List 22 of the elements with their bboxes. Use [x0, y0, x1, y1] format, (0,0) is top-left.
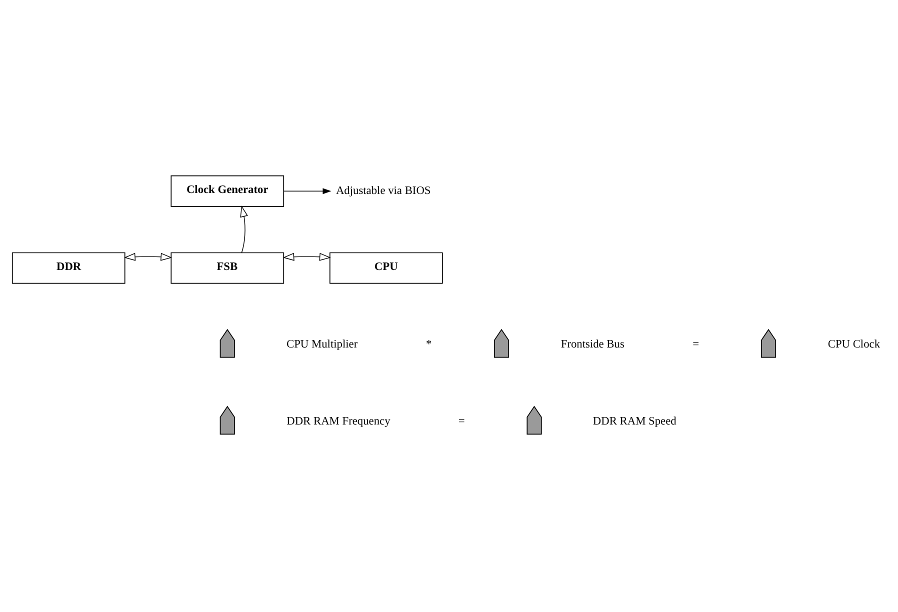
label: = — [458, 415, 465, 428]
label: DDR RAM Frequency — [286, 415, 390, 428]
node-arrow — [760, 328, 776, 358]
label: = — [692, 338, 700, 350]
label: DDR RAM Speed — [592, 415, 676, 428]
node-box: CPU — [330, 252, 443, 284]
node-box: FSB — [170, 252, 284, 284]
node-box: DDR — [12, 252, 126, 284]
arrow — [283, 188, 332, 194]
label: CPU Clock — [828, 338, 880, 350]
node-text: Adjustable via BIOS — [336, 184, 431, 196]
node-arrow — [220, 405, 235, 434]
label: * — [426, 338, 432, 350]
node-arrow — [526, 405, 542, 434]
label: Frontside Bus — [560, 338, 624, 350]
arrow — [282, 252, 331, 260]
node-arrow — [220, 328, 235, 358]
arrow — [240, 205, 248, 252]
node-arrow — [494, 328, 510, 358]
label: CPU Multiplier — [286, 338, 358, 350]
arrow — [124, 252, 172, 260]
node-box: Clock Generator — [170, 174, 284, 206]
